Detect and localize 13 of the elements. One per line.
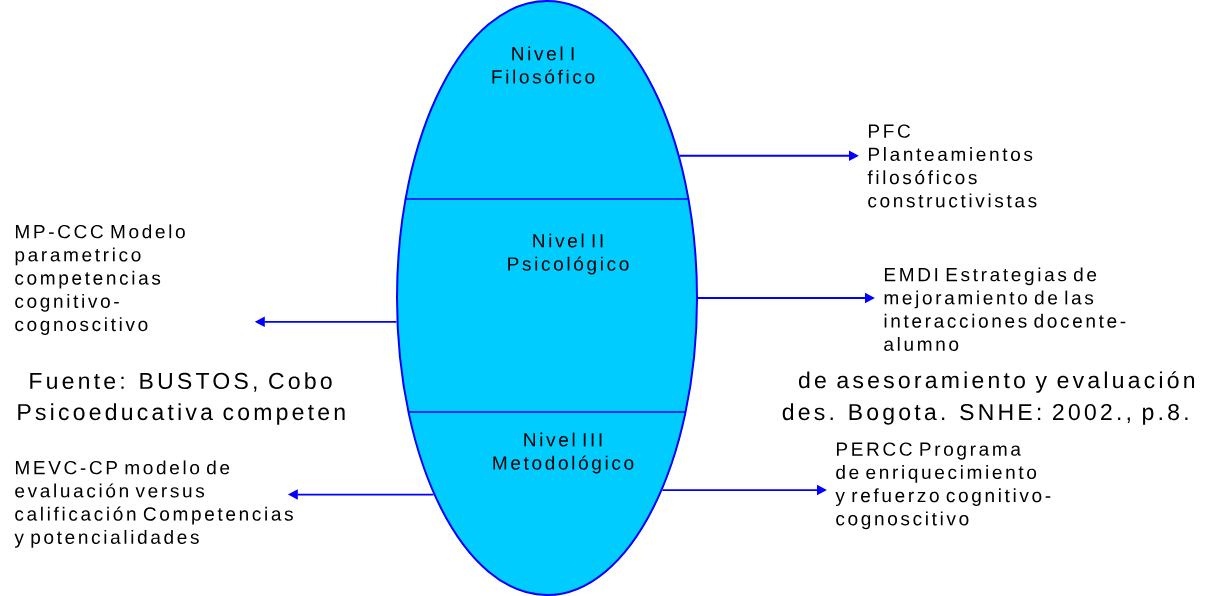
- description-text: MP-CCC Modelo parametrico competencias cognitivo-cognoscitivo: [15, 224, 185, 335]
- source-text: des. Bogota. SNHE: 2002., p.8.: [782, 403, 1188, 425]
- ellipse-shape: [396, 0, 698, 596]
- source-text: de asesoramiento y evaluación: [799, 371, 1195, 393]
- description-text: MEVC-CP modelo de evaluación versus calificación Competencias y potencialidades: [14, 460, 293, 548]
- description-text: PFC Planteamientos filosóficos constructivistas: [867, 124, 1037, 208]
- description-text: PERCC Programa de enriquecimiento y refuerzo cognitivo-cognoscitivo: [835, 442, 1051, 530]
- level-label: Nivel I Filosófico: [492, 46, 595, 84]
- level-label: Nivel II Psicológico: [508, 233, 629, 275]
- source-text: Fuente: BUSTOS, Cobo: [30, 372, 332, 392]
- source-text: Psicoeducativa competen: [18, 403, 345, 425]
- description-text: EMDI Estrategias de mejoramiento de las interacciones docente-alumno: [884, 267, 1126, 351]
- level-label: Nivel III Metodológico: [493, 432, 634, 474]
